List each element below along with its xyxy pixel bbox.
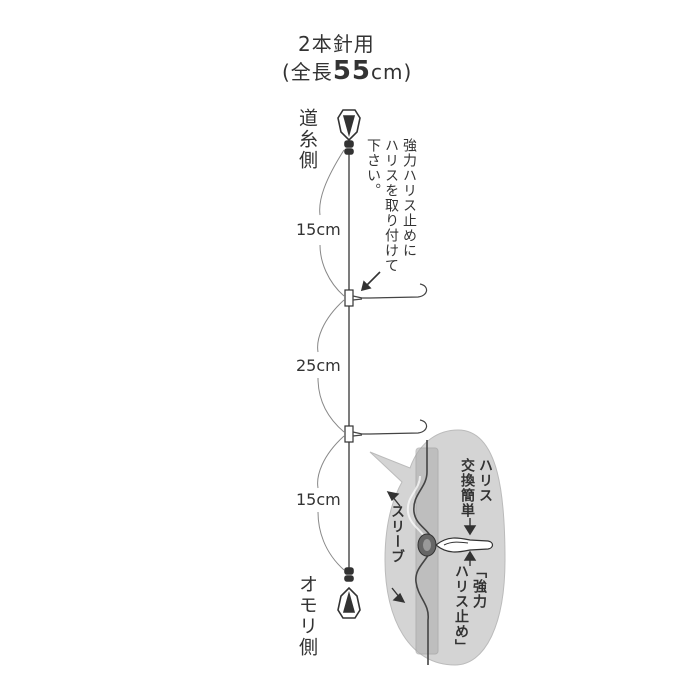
callout-easy-line2: 交換簡単 <box>459 458 475 518</box>
bracket-seg1 <box>319 149 345 297</box>
top-swivel <box>337 109 361 155</box>
callout-sleeve-detail <box>406 440 494 665</box>
bottom-swivel <box>337 567 361 619</box>
note-line2: ハリスを取り付けて <box>383 138 399 273</box>
label-seg1: 15cm <box>296 220 341 239</box>
callout-arrows <box>386 491 477 603</box>
bracket-seg2 <box>317 299 345 433</box>
total-value: 55 <box>332 56 371 86</box>
note-line1: 強力ハリス止めに <box>401 138 417 258</box>
hook-2 <box>344 419 428 443</box>
title-hooks: 2本針用 <box>298 32 375 56</box>
note-line3: 下さい。 <box>365 138 381 198</box>
title-total-length: (全長55cm) <box>282 56 412 86</box>
label-bottom-side: オモリ側 <box>296 574 318 658</box>
bracket-seg3 <box>317 435 345 571</box>
callout-sleeve: スリーブ <box>389 504 405 564</box>
label-top-side: 道糸側 <box>296 108 318 171</box>
hook-1 <box>344 283 428 307</box>
label-seg3: 15cm <box>296 490 341 509</box>
note-arrow <box>360 271 381 292</box>
callout-strong-line2: ハリス止め」 <box>453 564 469 654</box>
harisu-stopper <box>435 537 494 553</box>
callout-strong-line1: 「強力 <box>471 564 487 609</box>
total-unit: cm) <box>371 60 413 84</box>
length-brackets <box>317 149 345 571</box>
callout-easy-line1: ハリス <box>477 458 493 503</box>
label-seg2: 25cm <box>296 356 341 375</box>
total-prefix: (全長 <box>282 60 333 84</box>
